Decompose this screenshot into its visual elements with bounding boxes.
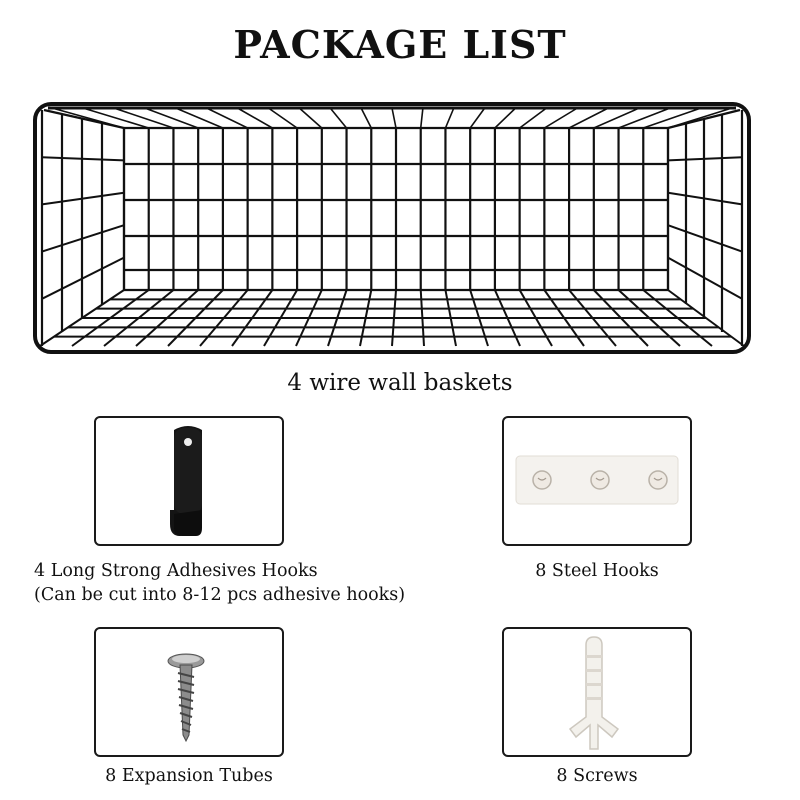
basket-caption: 4 wire wall baskets xyxy=(287,370,513,396)
adhesive-hook-caption: 4 Long Strong Adhesives Hooks (Can be cu… xyxy=(20,559,440,607)
steel-hooks-caption: 8 Steel Hooks xyxy=(535,561,659,581)
screw-icon xyxy=(167,653,205,743)
adhesive-hook-caption-line2: (Can be cut into 8-12 pcs adhesive hooks… xyxy=(34,585,406,605)
screw-caption: 8 Expansion Tubes xyxy=(105,766,273,786)
expansion-tube-icon xyxy=(568,636,620,750)
adhesive-hook-box xyxy=(94,416,284,546)
expansion-tube-box xyxy=(502,627,692,757)
steel-hooks-box xyxy=(502,416,692,546)
adhesive-hook-icon xyxy=(170,426,202,536)
wire-basket-image xyxy=(33,102,751,354)
screw-box xyxy=(94,627,284,757)
page-title: PACKAGE LIST xyxy=(233,22,567,67)
adhesive-hook-caption-line1: 4 Long Strong Adhesives Hooks xyxy=(34,561,318,581)
expansion-tube-caption: 8 Screws xyxy=(556,766,638,786)
steel-hooks-icon xyxy=(515,455,679,505)
